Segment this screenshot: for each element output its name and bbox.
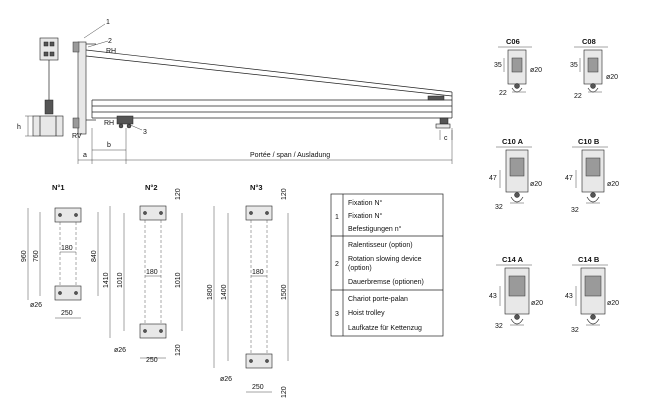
plate-n3-hole: ø26 [220,376,232,383]
legend-row-2-line-1: Ralentisseur (option) [348,242,413,249]
trolley-c14b-dia: ø20 [607,300,619,307]
trolley-c10a: C10 A 47 32 ø20 [489,137,542,211]
plate-n3-edge-top: 120 [281,188,288,200]
plate-n3-outer: 250 [252,384,264,391]
plate-n2-title: N°2 [145,183,158,192]
trolley-c08-code: C08 [582,37,596,46]
legend-row-3-num: 3 [335,311,339,318]
trolley-c14a-code: C14 A [502,255,524,264]
trolley-c06-code: C06 [506,37,520,46]
trolley-c10b-dia: ø20 [607,181,619,188]
b-label: b [107,142,111,149]
trolley-c06-d2: 22 [499,90,507,97]
trolley-c06-dia: ø20 [530,67,542,74]
trolley-c06: C06 35 22 ø20 [494,37,542,97]
plate-n3: N°3 1800 1400 1500 120 120 180 250 ø26 [207,183,289,398]
plate-n1-h3: 840 [91,250,98,262]
legend-row-3-line-1: Chariot porte-palan [348,296,408,303]
legend-row-3-line-3: Laufkatze für Kettenzug [348,325,422,332]
plate-n2-hole: ø26 [114,347,126,354]
legend-table: 1 Fixation N° Fixation N° Befestigungen … [330,193,444,337]
trolley-c14b-d1: 43 [565,293,573,300]
wall-bracket-detail: h [17,37,64,137]
plate-n1-hole: ø26 [30,302,42,309]
plate-n2-edge-bottom: 120 [175,344,182,356]
legend-row-1-line-2: Fixation N° [348,212,383,220]
plate-n2-edge-top: 120 [175,188,182,200]
plate-n2-h1: 1410 [103,272,110,288]
callout-3: 3 [143,129,147,136]
plate-n3-h1: 1800 [207,284,214,300]
trolley-c14b-d2: 32 [571,327,579,334]
callouts: 1 2 RH RH RV 3 [72,19,147,140]
legend-row-1-num: 1 [335,214,339,221]
trolley-c10b-d1: 47 [565,175,573,182]
plate-n1-outer: 250 [61,310,73,317]
plate-n3-h3: 1500 [281,284,288,300]
plate-n1-h1: 960 [21,250,28,262]
legend-row-2-line-2: Rotation slowing device [348,256,422,263]
legend-row-1-line-1: Fixation N° [348,199,383,207]
jib-boom [85,49,453,129]
trolley-c10a-d2: 32 [495,204,503,211]
trolley-c10a-d1: 47 [489,175,497,182]
plate-n1-inner: 180 [61,245,73,252]
legend-row-2-line-3: (option) [348,265,372,272]
trolley-c14a-d2: 32 [495,323,503,330]
callout-2: 2 [108,38,112,45]
h-label: h [17,124,21,131]
trolley-c10a-dia: ø20 [530,181,542,188]
legend-row-2-line-4: Dauerbremse (optionen) [348,279,424,286]
plate-n2-inner: 180 [146,269,158,276]
rh-top-label: RH [106,48,116,55]
plate-n2: N°2 1410 1010 1010 120 120 180 250 ø26 [103,183,183,364]
main-side-view: h [17,19,453,164]
plate-n2-outer: 250 [146,357,158,364]
trolley-c08: C08 35 22 ø20 [570,37,618,100]
callout-1: 1 [106,19,110,26]
trolley-c08-dia: ø20 [606,74,618,81]
trolley-c14a-d1: 43 [489,293,497,300]
trolley-c14a: C14 A 43 32 ø20 [489,255,543,330]
plate-n1-title: N°1 [52,183,65,192]
trolley-c06-d1: 35 [494,62,502,69]
span-label: Portée / span / Ausladung [250,152,330,159]
legend-row-3-line-2: Hoist trolley [348,310,385,317]
rh-bottom-label: RH [104,120,114,127]
plate-n2-h3: 1010 [175,272,182,288]
main-dimensions: a b c Portée / span / Ausladung [77,128,453,164]
trolley-c10b: C10 B 47 32 ø20 [565,137,619,214]
plate-n3-inner: 180 [252,269,264,276]
plate-n3-edge-bottom: 120 [281,386,288,398]
c-label: c [444,135,448,142]
trolley-c14b: C14 B 43 32 ø20 [565,255,619,334]
plate-n1: N°1 960 760 840 180 250 ø26 [21,183,99,319]
legend-row-1-line-3: Befestigungen n° [348,225,402,233]
trolley-c10b-d2: 32 [571,207,579,214]
trolley-c08-d1: 35 [570,62,578,69]
mast [72,41,96,135]
trolley-c14b-code: C14 B [578,255,600,264]
trolley-c10a-code: C10 A [502,137,524,146]
trolley-c10b-code: C10 B [578,137,600,146]
a-label: a [83,152,87,159]
plate-n3-h2: 1400 [221,284,228,300]
plate-n3-title: N°3 [250,183,263,192]
legend-row-2-num: 2 [335,261,339,268]
plate-n2-h2: 1010 [117,272,124,288]
plate-n1-h2: 760 [33,250,40,262]
rv-label: RV [72,133,82,140]
trolley-c08-d2: 22 [574,93,582,100]
trolley-c14a-dia: ø20 [531,300,543,307]
